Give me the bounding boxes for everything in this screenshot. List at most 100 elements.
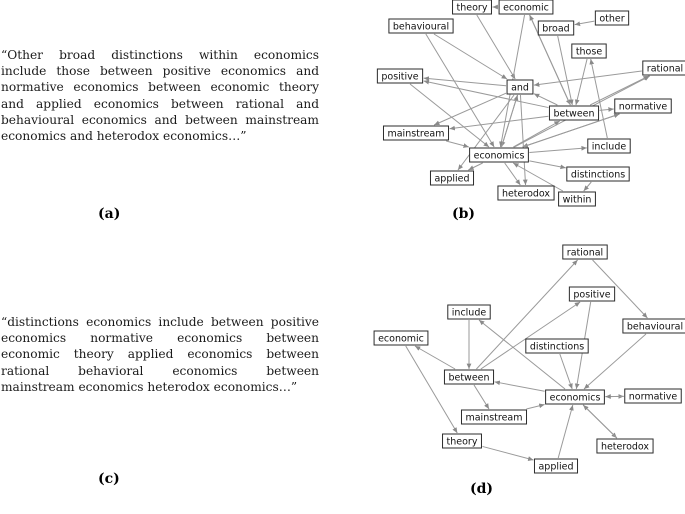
graph-b-node-theory: theory: [452, 0, 492, 15]
caption-a: (a): [98, 206, 121, 222]
graph-b-node-broad: broad: [537, 20, 575, 36]
graph-b-node-box: [614, 98, 672, 114]
graph-b-node-box: [452, 0, 492, 15]
graph-d-edge-behavioural-to-economics: [583, 333, 647, 390]
graph-b-node-and: and: [506, 79, 534, 95]
graph-d-node-label: include: [452, 307, 487, 318]
graph-d-edge-rational-to-behavioural: [592, 259, 648, 319]
graph-d-node-theory: theory: [442, 433, 482, 449]
graph-d-node-economics: economics: [545, 389, 605, 405]
graph-b-node-economics: economics: [469, 147, 529, 163]
graph-d-node-label: behavioural: [627, 321, 683, 332]
graph-d-node-label: theory: [447, 436, 478, 447]
graph-b-node-normative: normative: [614, 98, 672, 114]
graph-b-edge-between-to-economic: [529, 14, 571, 106]
graph-d-edge-between-to-rational: [476, 259, 578, 370]
graph-b-node-label: heterodox: [502, 188, 550, 199]
graph-d-edge-heterodox-to-economics: [582, 404, 618, 439]
graph-b-edge-between-to-rational: [589, 75, 650, 106]
graph-b-edge-those-to-between: [574, 58, 588, 106]
graph-d-node-distinctions: distinctions: [525, 338, 589, 354]
caption-d: (d): [470, 481, 494, 497]
graph-d-edge-between-to-mainstream: [473, 384, 490, 410]
graph-b-edge-economics-to-normative: [522, 113, 620, 148]
graph-d-node-between: between: [443, 369, 495, 385]
graph-d-node-box: [373, 330, 429, 346]
graph-b-node-label: normative: [619, 101, 668, 112]
graph-b-edge-between-to-positive: [423, 79, 549, 109]
graph-b-edge-distinctions-to-within: [583, 181, 592, 192]
graph-b-node-box: [388, 18, 454, 34]
graph-d-node-mainstream: mainstream: [460, 409, 528, 425]
graph-b-edge-rational-to-and: [533, 70, 642, 87]
graph-b-node-box: [587, 138, 631, 154]
graph-d-node-box: [622, 318, 685, 334]
graph-d-node-positive: positive: [568, 286, 616, 302]
graph-d-node-box: [545, 389, 605, 405]
graph-d-node-applied: applied: [533, 458, 579, 474]
graph-b-node-rational: rational: [642, 60, 685, 76]
graph-b-edge-other-to-broad: [574, 20, 595, 27]
caption-c: (c): [98, 471, 120, 487]
caption-b: (b): [452, 206, 476, 222]
quote-text-c: “distinctions economics include between …: [1, 315, 319, 394]
graph-b: theory economic behavioural broad other those…: [376, 0, 685, 207]
graph-b-edge-mainstream-to-economics: [446, 140, 469, 148]
graph-d-node-label: heterodox: [601, 441, 649, 452]
quote-text-a: “Other broad distinctions within economi…: [1, 48, 319, 144]
graph-b-edge-and-to-applied: [457, 94, 515, 171]
graph-d-node-box: [447, 304, 491, 320]
graph-b-edge-theory-to-and: [476, 14, 516, 80]
graph-b-node-label: positive: [381, 71, 418, 82]
graph-d-node-box: [442, 433, 482, 449]
graph-b-node-include: include: [587, 138, 631, 154]
graph-b-node-box: [537, 20, 575, 36]
graph-d-node-label: between: [448, 372, 489, 383]
graph-d-edge-economic-to-theory: [405, 345, 458, 434]
graph-b-node-behavioural: behavioural: [388, 18, 454, 34]
graph-b-node-label: economic: [503, 2, 549, 13]
graph-d-edge-theory-to-applied: [482, 445, 534, 461]
graph-d-node-label: economic: [378, 333, 424, 344]
graph-d-node-rational: rational: [562, 244, 608, 260]
graph-b-node-label: theory: [457, 2, 488, 13]
graph-b-node-label: distinctions: [571, 169, 625, 180]
graph-d-node-label: distinctions: [530, 341, 584, 352]
graph-d-edge-mainstream-to-economics: [526, 403, 545, 410]
graph-b-edge-broad-to-between: [557, 35, 574, 106]
graph-d-node-label: rational: [567, 247, 603, 258]
graph-d-node-box: [460, 409, 528, 425]
graph-b-node-label: applied: [434, 173, 469, 184]
graph-d-node-label: economics: [550, 392, 601, 403]
graph-b-node-label: include: [592, 141, 627, 152]
graph-d-edge-between-to-economic: [414, 345, 456, 370]
graph-d-edge-applied-to-economics: [557, 404, 574, 459]
graph-b-node-label: broad: [542, 23, 569, 34]
graph-d-node-heterodox: heterodox: [596, 438, 654, 454]
graph-d-node-economic: economic: [373, 330, 429, 346]
graph-b-edge-and-to-mainstream: [433, 92, 507, 126]
graph-b-node-distinctions: distinctions: [566, 166, 630, 182]
graph-b-node-label: those: [576, 46, 603, 57]
graph-b-node-box: [566, 166, 630, 182]
graph-d-edge-economics-to-between: [494, 380, 545, 392]
graph-d-node-box: [596, 438, 654, 454]
graph-b-node-within: within: [558, 191, 596, 207]
graph-d-node-label: positive: [573, 289, 610, 300]
graph-d-node-normative: normative: [624, 388, 682, 404]
graph-b-node-label: economics: [474, 150, 525, 161]
graph-d-node-include: include: [447, 304, 491, 320]
graph-b-node-box: [498, 0, 554, 15]
graph-b-node-applied: applied: [429, 170, 475, 186]
graph-d-node-label: normative: [629, 391, 678, 402]
graph-b-edge-positive-to-economics: [409, 83, 490, 148]
graph-d-edge-distinctions-to-economics: [559, 353, 573, 390]
graph-b-node-box: [506, 79, 534, 95]
graph-b-node-box: [594, 10, 630, 26]
graph-b-node-other: other: [594, 10, 630, 26]
graph-b-edge-economics-to-heterodox: [504, 162, 521, 186]
graph-b-edge-and-to-positive: [423, 76, 507, 87]
graph-d-node-label: applied: [538, 461, 573, 472]
graph-b-node-box: [429, 170, 475, 186]
graph-b-node-box: [382, 125, 450, 141]
